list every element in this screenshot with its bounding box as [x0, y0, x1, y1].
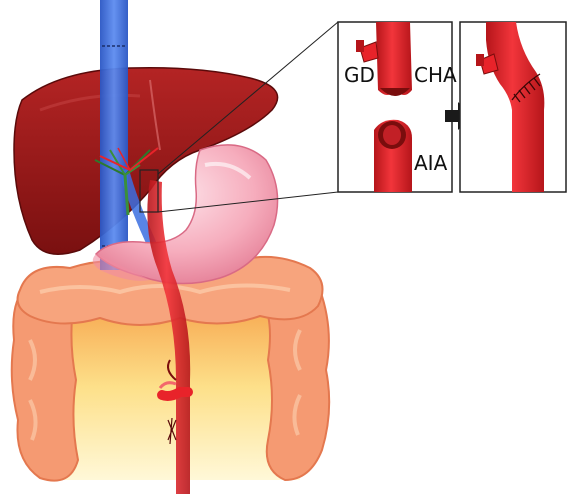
inset-before: GD CHA AIA [338, 22, 457, 192]
label-aia: AIA [414, 151, 448, 175]
cha-vessel [376, 22, 412, 95]
label-cha: CHA [414, 63, 457, 87]
inset-after [460, 22, 566, 192]
label-gd: GD [344, 63, 375, 87]
